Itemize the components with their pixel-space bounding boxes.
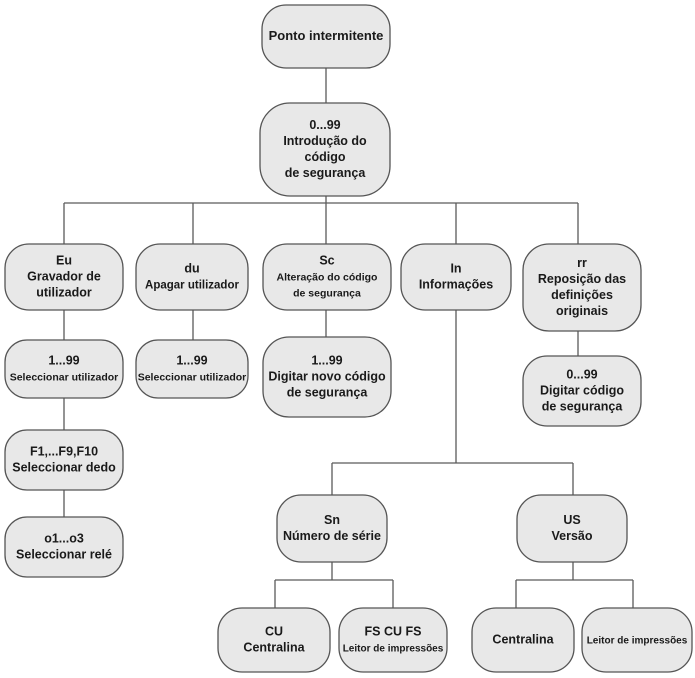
node-box (471, 607, 575, 673)
connector-lines (63, 68, 634, 608)
node-sn-cu: CU Centralina (217, 607, 331, 673)
node-box (259, 102, 391, 197)
node-label-line: Eu (56, 254, 72, 268)
node-box (135, 243, 249, 311)
node-label-line: Centralina (492, 633, 554, 647)
node-label-line: definições (551, 288, 613, 302)
node-box (217, 607, 331, 673)
node-label-line: 1...99 (48, 354, 79, 368)
node-label-line: rr (577, 256, 587, 270)
node-us-fs: Leitor de impressões (581, 607, 693, 673)
node-label-line: código (305, 150, 346, 164)
node-label-line: du (184, 262, 199, 276)
node-label-line: In (450, 262, 461, 276)
node-ponto: Ponto intermitente (261, 4, 391, 69)
node-label-line: o1...o3 (44, 532, 84, 546)
node-box (262, 243, 392, 311)
node-label-line: Centralina (243, 641, 305, 655)
node-label-line: utilizador (36, 286, 92, 300)
node-label-line: Ponto intermitente (269, 28, 384, 43)
node-box (4, 339, 124, 399)
node-box (522, 243, 642, 332)
node-sn-fs: FS CU FS Leitor de impressões (338, 607, 448, 673)
node-label-line: Número de série (283, 529, 381, 543)
node-label-line: Seleccionar utilizador (138, 372, 247, 384)
node-label-line: Seleccionar utilizador (10, 372, 119, 384)
node-box (4, 516, 124, 578)
node-box (4, 429, 124, 491)
node-label-line: FS CU FS (365, 625, 422, 639)
node-label-line: Introdução do (283, 134, 367, 148)
node-label-line: Sc (319, 254, 334, 268)
node-box (516, 494, 628, 563)
node-label-line: Seleccionar dedo (12, 461, 116, 475)
node-label-line: Informações (419, 278, 493, 292)
node-label-line: Gravador de (27, 270, 101, 284)
node-label-line: Seleccionar relé (16, 548, 112, 562)
node-label-line: Digitar código (540, 384, 624, 398)
node-box (135, 339, 249, 399)
node-box (4, 243, 124, 311)
node-box (338, 607, 448, 673)
node-label-line: Leitor de impressões (587, 636, 688, 647)
node-label-line: 0...99 (309, 118, 340, 132)
node-label-line: Digitar novo código (268, 370, 386, 384)
node-box (522, 355, 642, 427)
node-label-line: Leitor de impressões (343, 644, 444, 655)
node-label-line: Reposição das (538, 272, 626, 286)
node-label-line: Versão (551, 529, 592, 543)
node-label-line: 1...99 (311, 354, 342, 368)
node-label-line: de segurança (542, 400, 624, 414)
node-box (262, 336, 392, 418)
node-label-line: F1,...F9,F10 (30, 445, 98, 459)
node-label-line: originais (556, 304, 608, 318)
node-label-line: 0...99 (566, 368, 597, 382)
node-label-line: US (563, 513, 580, 527)
node-label-line: Sn (324, 513, 340, 527)
node-label-line: de segurança (285, 166, 367, 180)
node-box (276, 494, 388, 563)
node-box (400, 243, 512, 311)
node-label-line: de segurança (293, 288, 361, 300)
node-label-line: Alteração do código (277, 272, 378, 284)
node-box (261, 4, 391, 69)
node-label-line: de segurança (287, 386, 369, 400)
node-label-line: Apagar utilizador (145, 280, 239, 292)
node-us: US Versão (516, 494, 628, 563)
node-label-line: CU (265, 625, 283, 639)
node-box (581, 607, 693, 673)
node-us-cu: Centralina (471, 607, 575, 673)
node-label-line: 1...99 (176, 354, 207, 368)
